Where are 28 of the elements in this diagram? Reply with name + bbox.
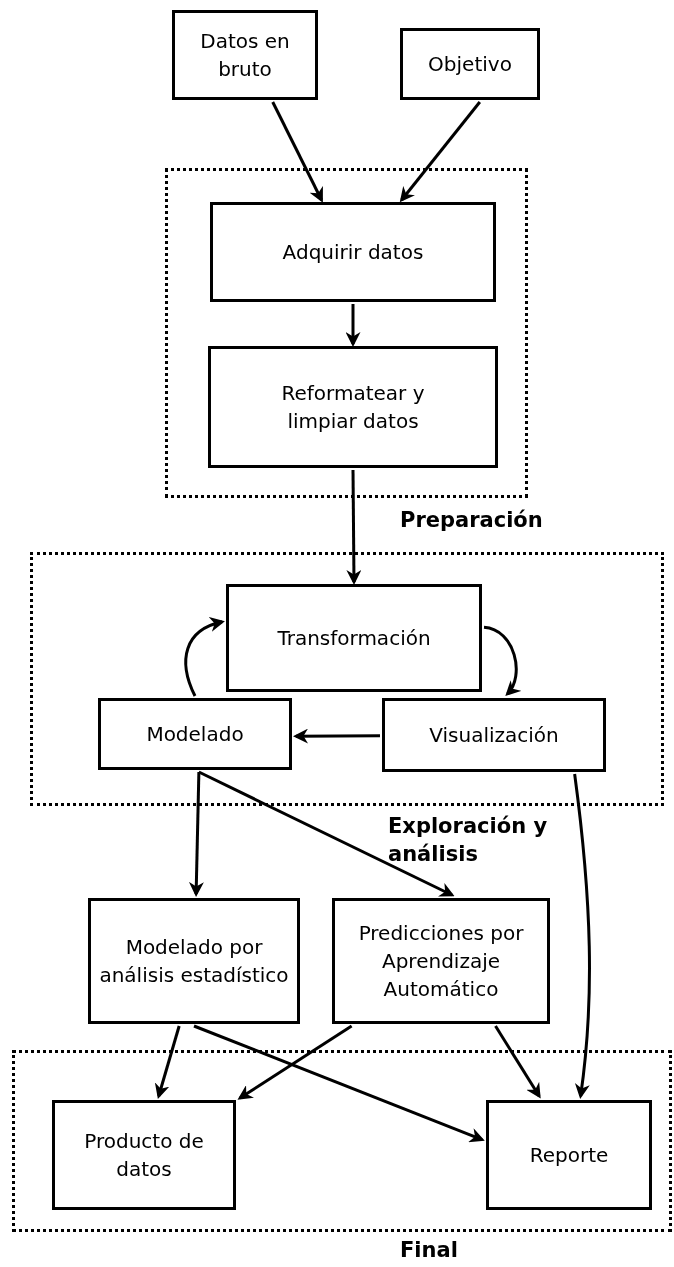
arrow xyxy=(346,470,362,585)
arrow xyxy=(154,1025,181,1099)
process-box: Producto de datos xyxy=(52,1100,236,1210)
process-box: Datos en bruto xyxy=(172,10,318,100)
arrow xyxy=(188,771,204,897)
process-box: Transformación xyxy=(226,584,482,692)
arrow xyxy=(293,728,380,744)
process-box: Predicciones por Aprendizaje Automático xyxy=(332,898,550,1024)
arrow xyxy=(345,304,361,347)
arrow xyxy=(483,625,521,697)
arrow xyxy=(193,1024,485,1143)
arrow xyxy=(184,617,225,697)
group-label: Exploración y análisis xyxy=(388,813,549,868)
group-label: Final xyxy=(400,1237,459,1264)
process-box: Adquirir datos xyxy=(210,202,496,302)
arrow xyxy=(399,101,481,203)
arrow xyxy=(494,1025,541,1099)
process-box: Modelado xyxy=(98,698,292,770)
arrow xyxy=(198,770,455,897)
process-box: Visualización xyxy=(382,698,606,772)
process-box: Reformatear y limpiar datos xyxy=(208,346,498,468)
process-box: Modelado por análisis estadístico xyxy=(88,898,300,1024)
process-box: Reporte xyxy=(486,1100,652,1210)
arrow xyxy=(237,1024,353,1100)
arrow xyxy=(271,101,323,203)
group-label: Preparación xyxy=(400,507,544,534)
arrow xyxy=(573,773,591,1099)
process-box: Objetivo xyxy=(400,28,540,100)
